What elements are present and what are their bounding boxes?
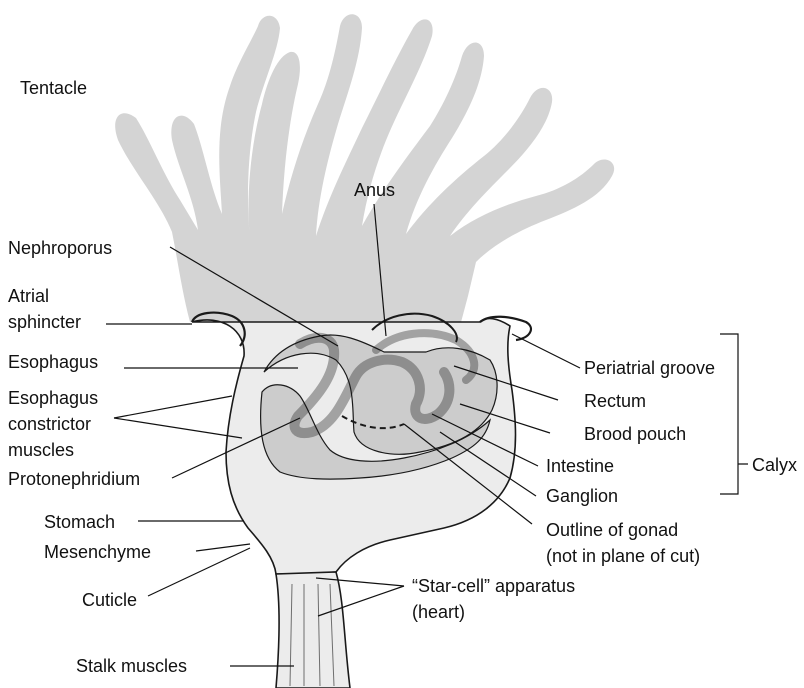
label-periatrial-groove: Periatrial groove [584, 358, 715, 378]
constrictor-leader-lower [114, 418, 242, 438]
label-protonephridium: Protonephridium [8, 469, 140, 489]
label-atrial-sphincter-2: sphincter [8, 312, 81, 332]
calyx-bracket [720, 334, 748, 494]
label-gonad-1: Outline of gonad [546, 520, 678, 540]
label-calyx: Calyx [752, 455, 797, 475]
cuticle-leader [148, 548, 250, 596]
label-nephroporus: Nephroporus [8, 238, 112, 258]
label-brood-pouch: Brood pouch [584, 424, 686, 444]
constrictor-leader-upper [114, 396, 232, 418]
label-mesenchyme: Mesenchyme [44, 542, 151, 562]
mesenchyme-leader [196, 544, 250, 551]
label-anus: Anus [354, 180, 395, 200]
label-star-cell-1: “Star-cell” apparatus [412, 576, 575, 596]
label-gonad-2: (not in plane of cut) [546, 546, 700, 566]
label-cuticle: Cuticle [82, 590, 137, 610]
label-esophagus-constrictor-3: muscles [8, 440, 74, 460]
label-rectum: Rectum [584, 391, 646, 411]
label-atrial-sphincter-1: Atrial [8, 286, 49, 306]
tentacle-crown [115, 14, 614, 326]
stalk [276, 572, 350, 688]
label-intestine: Intestine [546, 456, 614, 476]
tentacle-shape [115, 14, 614, 326]
calyx-body [192, 313, 531, 688]
label-stalk-muscles: Stalk muscles [76, 656, 187, 676]
periatrial-groove-leader [512, 334, 580, 368]
label-ganglion: Ganglion [546, 486, 618, 506]
label-esophagus-constrictor-2: constrictor [8, 414, 91, 434]
label-esophagus: Esophagus [8, 352, 98, 372]
label-esophagus-constrictor-1: Esophagus [8, 388, 98, 408]
label-stomach: Stomach [44, 512, 115, 532]
label-star-cell-2: (heart) [412, 602, 465, 622]
label-tentacle: Tentacle [20, 78, 87, 98]
